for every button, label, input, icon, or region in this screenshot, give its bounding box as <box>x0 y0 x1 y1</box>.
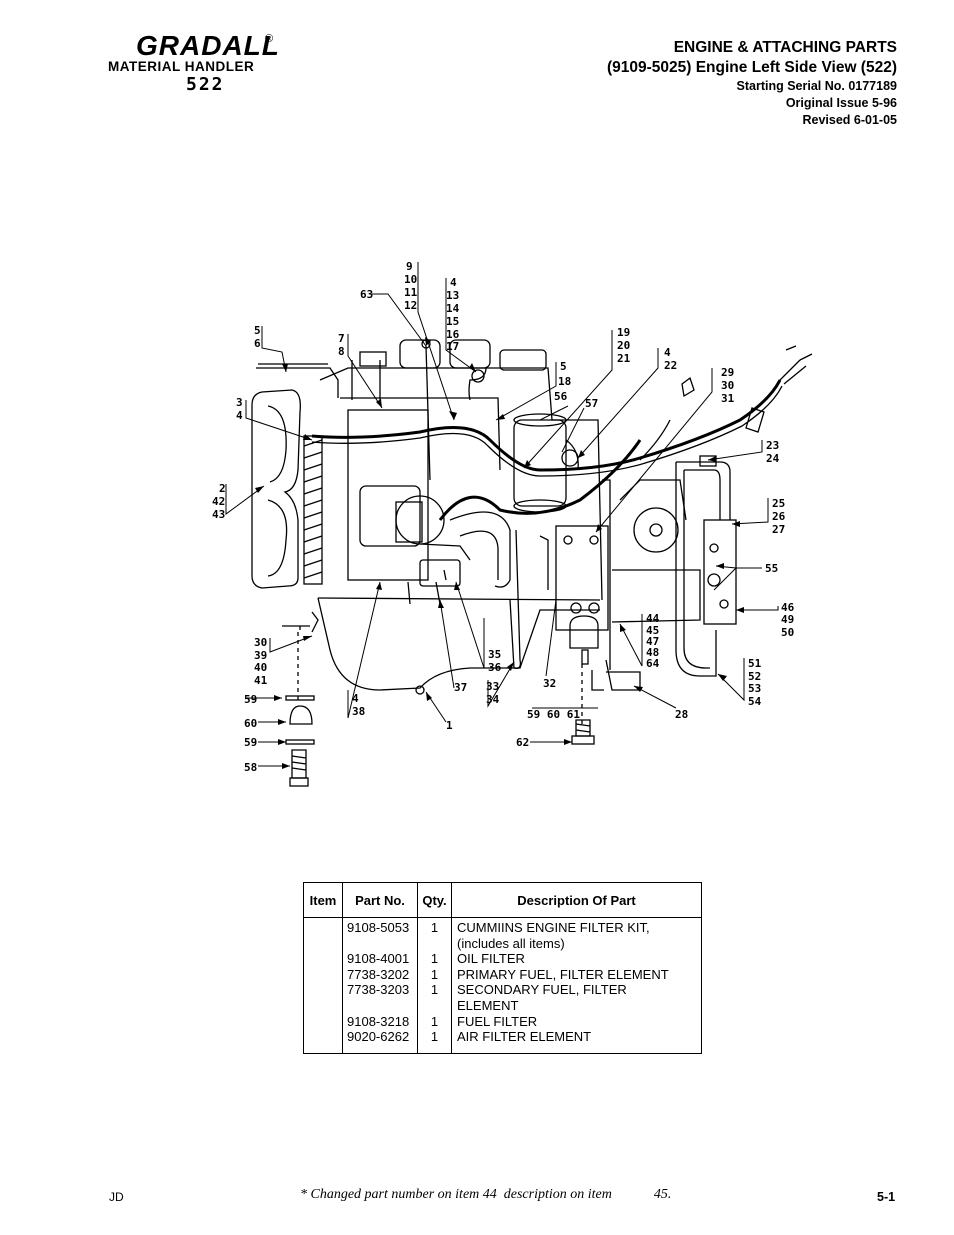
logo-model: 522 <box>186 74 225 95</box>
callout-54: 54 <box>748 695 762 708</box>
callout-1: 1 <box>446 719 453 732</box>
arrowheads <box>255 337 744 769</box>
callout-17: 17 <box>446 340 459 353</box>
callout-47: 47 <box>646 635 659 648</box>
footer-note: * Changed part number on item 44 descrip… <box>300 1187 672 1202</box>
callout-37: 37 <box>454 681 467 694</box>
callout-44: 44 <box>646 612 660 625</box>
callout-24: 24 <box>766 452 780 465</box>
callout-34: 34 <box>486 693 500 706</box>
descriptions-cell: CUMMIINS ENGINE FILTER KIT, (includes al… <box>451 917 702 1054</box>
callout-48: 48 <box>646 646 659 659</box>
logo-brand: GRADALL <box>136 30 280 61</box>
callout-20: 20 <box>617 339 630 352</box>
callout-31: 31 <box>721 392 735 405</box>
callout-22: 22 <box>664 359 677 372</box>
engine-diagram: 9 10 11 12 63 4 13 14 15 16 17 19 20 21 … <box>212 260 813 787</box>
callout-23: 23 <box>766 439 779 452</box>
callout-16: 16 <box>446 328 460 341</box>
parts-table: Item Part No. Qty. Description Of Part 9… <box>303 882 702 1054</box>
callout-3: 3 <box>236 396 243 409</box>
callout-4-low: 4 <box>352 692 359 705</box>
callout-55: 55 <box>765 562 778 575</box>
callout-14: 14 <box>446 302 460 315</box>
item-cell <box>303 917 343 1054</box>
page-header: ENGINE & ATTACHING PARTS (9109-5025) Eng… <box>607 38 897 129</box>
callout-60: 60 <box>244 717 257 730</box>
callout-5-mid: 5 <box>560 360 567 373</box>
callout-53: 53 <box>748 682 761 695</box>
callout-52: 52 <box>748 670 761 683</box>
callout-labels: 9 10 11 12 63 4 13 14 15 16 17 19 20 21 … <box>212 260 795 774</box>
callout-59-b: 59 <box>244 736 257 749</box>
registered-mark: ® <box>265 33 274 45</box>
callout-35: 35 <box>488 648 501 661</box>
page-subtitle: (9109-5025) Engine Left Side View (522) <box>606 59 897 76</box>
logo-subtitle: MATERIAL HANDLER <box>108 59 255 74</box>
callout-42: 42 <box>212 495 225 508</box>
callout-4-top: 4 <box>450 276 457 289</box>
callout-10: 10 <box>404 273 417 286</box>
callout-59-a: 59 <box>244 693 257 706</box>
callout-27: 27 <box>772 523 785 536</box>
callout-36: 36 <box>488 661 502 674</box>
callout-59-60-61: 59 60 61 <box>527 708 580 721</box>
callout-4-mid: 4 <box>664 346 671 359</box>
col-part-no: Part No. <box>342 882 418 918</box>
callout-33: 33 <box>486 680 499 693</box>
callout-9: 9 <box>406 260 413 273</box>
revised-date: Revised 6-01-05 <box>802 113 897 127</box>
callout-30-left: 30 <box>254 636 267 649</box>
callout-26: 26 <box>772 510 786 523</box>
callout-29: 29 <box>721 366 734 379</box>
callout-11: 11 <box>404 286 418 299</box>
callout-64: 64 <box>646 657 660 670</box>
callout-49: 49 <box>781 613 794 626</box>
callout-38: 38 <box>352 705 365 718</box>
callout-15: 15 <box>446 315 459 328</box>
callout-56: 56 <box>554 390 568 403</box>
col-item: Item <box>303 882 343 918</box>
callout-4-left: 4 <box>236 409 243 422</box>
callout-51: 51 <box>748 657 762 670</box>
col-qty: Qty. <box>417 882 452 918</box>
callout-2: 2 <box>219 482 226 495</box>
part-numbers-cell: 9108-5053 9108-4001 7738-3202 7738-3203 … <box>342 917 418 1054</box>
callout-19: 19 <box>617 326 630 339</box>
callout-18: 18 <box>558 375 571 388</box>
callout-63: 63 <box>360 288 373 301</box>
callout-13: 13 <box>446 289 459 302</box>
callout-8: 8 <box>338 345 345 358</box>
original-issue: Original Issue 5-96 <box>785 96 897 110</box>
footer-left: JD <box>109 1190 124 1204</box>
callout-62: 62 <box>516 736 529 749</box>
callout-40: 40 <box>254 661 267 674</box>
serial-number: Starting Serial No. 0177189 <box>736 79 898 93</box>
callout-50: 50 <box>781 626 794 639</box>
callout-6: 6 <box>254 337 261 350</box>
table-body-row: 9108-5053 9108-4001 7738-3202 7738-3203 … <box>303 917 702 1054</box>
callout-5-left: 5 <box>254 324 261 337</box>
callout-39: 39 <box>254 649 267 662</box>
callout-25: 25 <box>772 497 785 510</box>
callout-12: 12 <box>404 299 417 312</box>
qty-cell: 1 1 1 1 1 1 <box>417 917 452 1054</box>
page-number: 5-1 <box>877 1190 896 1204</box>
callout-7: 7 <box>338 332 345 345</box>
col-description: Description Of Part <box>451 882 702 918</box>
leader-lines <box>225 262 779 767</box>
page-title: ENGINE & ATTACHING PARTS <box>673 39 897 56</box>
callout-32: 32 <box>543 677 556 690</box>
callout-57: 57 <box>585 397 598 410</box>
callout-58: 58 <box>244 761 257 774</box>
table-header-row: Item Part No. Qty. Description Of Part <box>303 882 702 918</box>
callout-43: 43 <box>212 508 225 521</box>
callout-46: 46 <box>781 601 795 614</box>
callout-45: 45 <box>646 624 659 637</box>
callout-30: 30 <box>721 379 734 392</box>
callout-41: 41 <box>254 674 268 687</box>
callout-21: 21 <box>617 352 631 365</box>
callout-28: 28 <box>675 708 688 721</box>
